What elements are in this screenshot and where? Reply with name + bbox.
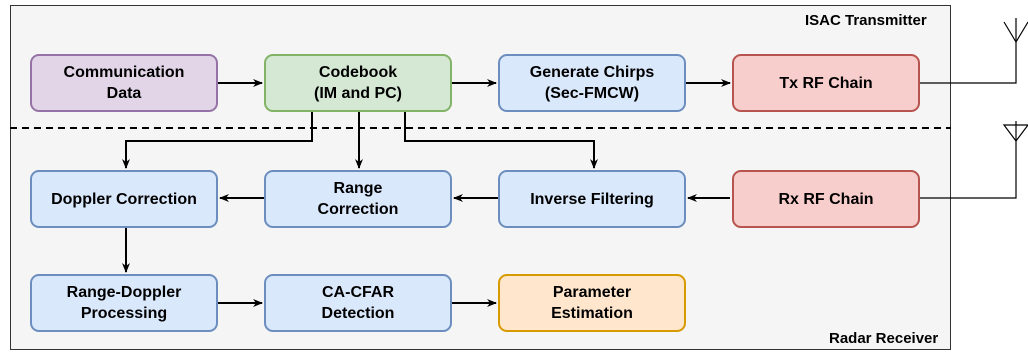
range-correction-block: Range Correction: [264, 170, 452, 228]
parameter-estimation-block: Parameter Estimation: [498, 274, 686, 332]
arrow-codebook-to-doppler: [122, 112, 313, 169]
tx-antenna-icon: [1003, 18, 1028, 43]
ca-cfar-detection-block: CA-CFAR Detection: [264, 274, 452, 332]
rx-antenna-feed: [920, 141, 1017, 199]
transmitter-section-label: ISAC Transmitter: [805, 12, 927, 29]
tx-antenna-feed: [920, 42, 1017, 84]
range-doppler-processing-block: Range-Doppler Processing: [30, 274, 218, 332]
arrow-codebook-to-inverse: [404, 112, 598, 169]
generate-chirps-block: Generate Chirps (Sec-FMCW): [498, 54, 686, 112]
inverse-filtering-block: Inverse Filtering: [498, 170, 686, 228]
codebook-block: Codebook (IM and PC): [264, 54, 452, 112]
receiver-section-label: Radar Receiver: [829, 330, 939, 347]
rx-antenna-icon: [1002, 121, 1028, 142]
tx-rf-chain-block: Tx RF Chain: [732, 54, 920, 112]
rx-rf-chain-block: Rx RF Chain: [732, 170, 920, 228]
communication-data-block: Communication Data: [30, 54, 218, 112]
doppler-correction-block: Doppler Correction: [30, 170, 218, 228]
